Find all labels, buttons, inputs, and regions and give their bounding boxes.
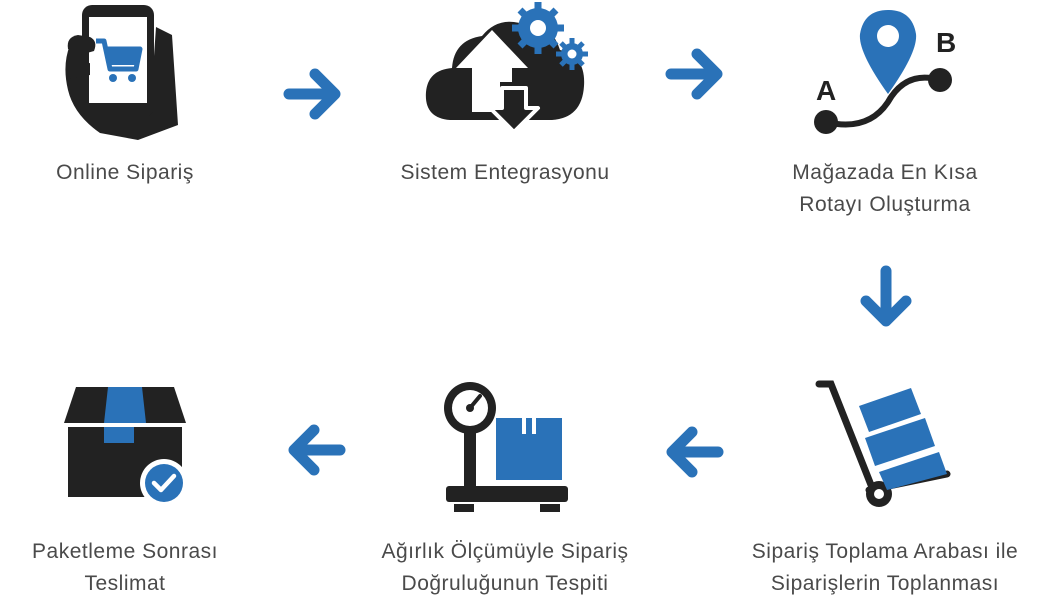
step-label-line: Teslimat [84,572,166,595]
cloud-sync-icon [420,0,590,140]
step-label-line: Siparişlerin Toplanması [770,572,1000,595]
step-label-line: Sipariş Toplama Arabası ile [751,540,1019,563]
step-label-packaging-delivery: Paketleme Sonrası Teslimat [0,536,250,600]
step-label-line: Ağırlık Ölçümüyle Sipariş [381,540,629,563]
step-label-line: Doğruluğunun Tespiti [401,572,609,595]
phone-cart-icon [60,5,190,145]
route-map-icon: A B [808,8,968,138]
package-check-icon [62,383,192,507]
step-label-line: Paketleme Sonrası [32,540,218,563]
step-label-system-integration: Sistem Entegrasyonu [370,157,640,189]
arrow-down-icon [858,265,914,336]
step-label-online-order: Online Sipariş [20,157,230,189]
arrow-left-icon [284,424,346,481]
step-label-cart-picking: Sipariş Toplama Arabası ile Siparişlerin… [720,536,1050,600]
point-b-label: B [936,27,956,58]
step-label-line: Sistem Entegrasyonu [400,161,610,184]
step-label-line: Online Sipariş [56,161,194,184]
arrow-right-icon [283,68,345,125]
hand-truck-icon [815,378,965,508]
step-label-weight-check: Ağırlık Ölçümüyle Sipariş Doğruluğunun T… [340,536,670,600]
point-a-label: A [816,75,836,106]
step-label-line: Rotayı Oluşturma [799,193,971,216]
step-label-line: Mağazada En Kısa [792,161,978,184]
arrow-left-icon [662,426,724,483]
weighing-scale-icon [440,380,570,515]
arrow-right-icon [665,48,727,105]
step-label-route: Mağazada En Kısa Rotayı Oluşturma [760,157,1010,221]
